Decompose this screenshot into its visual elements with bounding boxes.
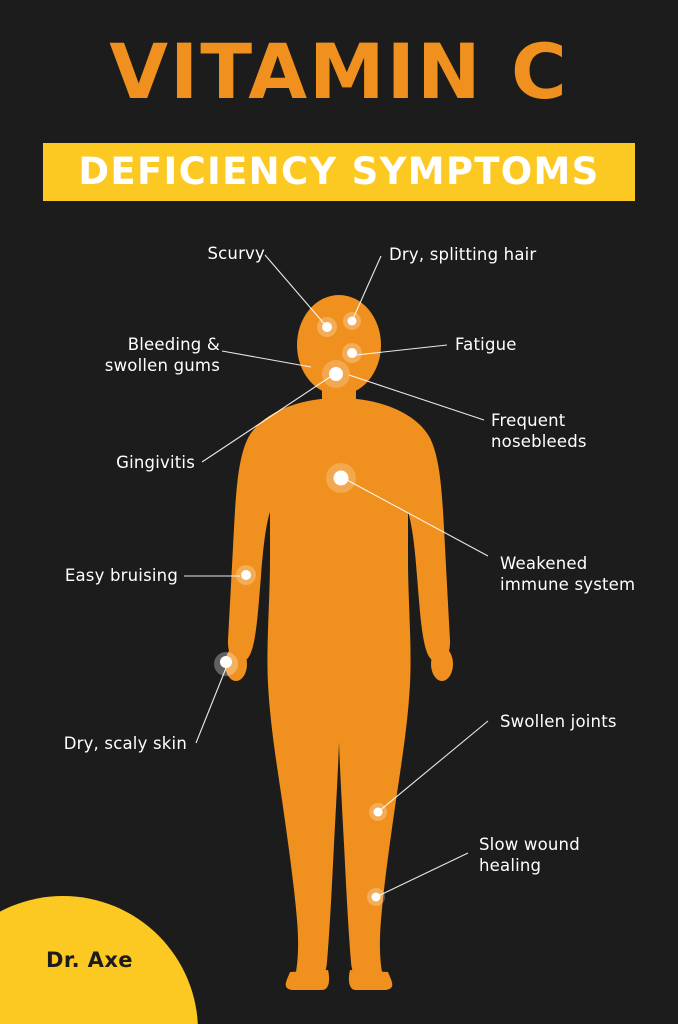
hotspot-slow-wound-healing[interactable] [367,888,385,906]
hotspot-dry-splitting-hair[interactable] [343,312,361,330]
leader-lines [184,254,489,898]
label-dry-scaly-skin: Dry, scaly skin [63,734,187,753]
page-subtitle: DEFICIENCY SYMPTOMS [78,150,600,193]
hotspot-fatigue[interactable] [342,343,362,363]
hotspot-easy-bruising[interactable] [236,565,256,585]
hotspot-scurvy[interactable] [317,317,337,337]
brand-label: Dr. Axe [46,948,133,972]
label-slow-wound-healing: Slow wound healing [479,835,580,875]
hotspot-bleeding-swollen-gums[interactable] [322,360,350,388]
label-easy-bruising: Easy bruising [64,566,178,585]
hotspot-swollen-joints[interactable] [369,803,387,821]
hotspot-dry-scaly-skin[interactable] [214,652,238,676]
label-bleeding-swollen-gums: Bleeding & swollen gums [104,335,220,375]
page-title: VITAMIN C [109,27,569,116]
body-silhouette [225,295,453,990]
hotspot-weakened-immune-system[interactable] [326,463,356,493]
title-highlight-band [43,143,635,201]
symptom-hotspots [214,312,387,906]
label-frequent-nosebleeds: Frequent nosebleeds [491,411,587,451]
label-fatigue: Fatigue [455,335,517,354]
label-dry-splitting-hair: Dry, splitting hair [389,245,537,264]
label-swollen-joints: Swollen joints [500,712,617,731]
label-gingivitis: Gingivitis [116,453,195,472]
label-weakened-immune-system: Weakened immune system [500,554,636,594]
label-scurvy: Scurvy [207,244,265,263]
